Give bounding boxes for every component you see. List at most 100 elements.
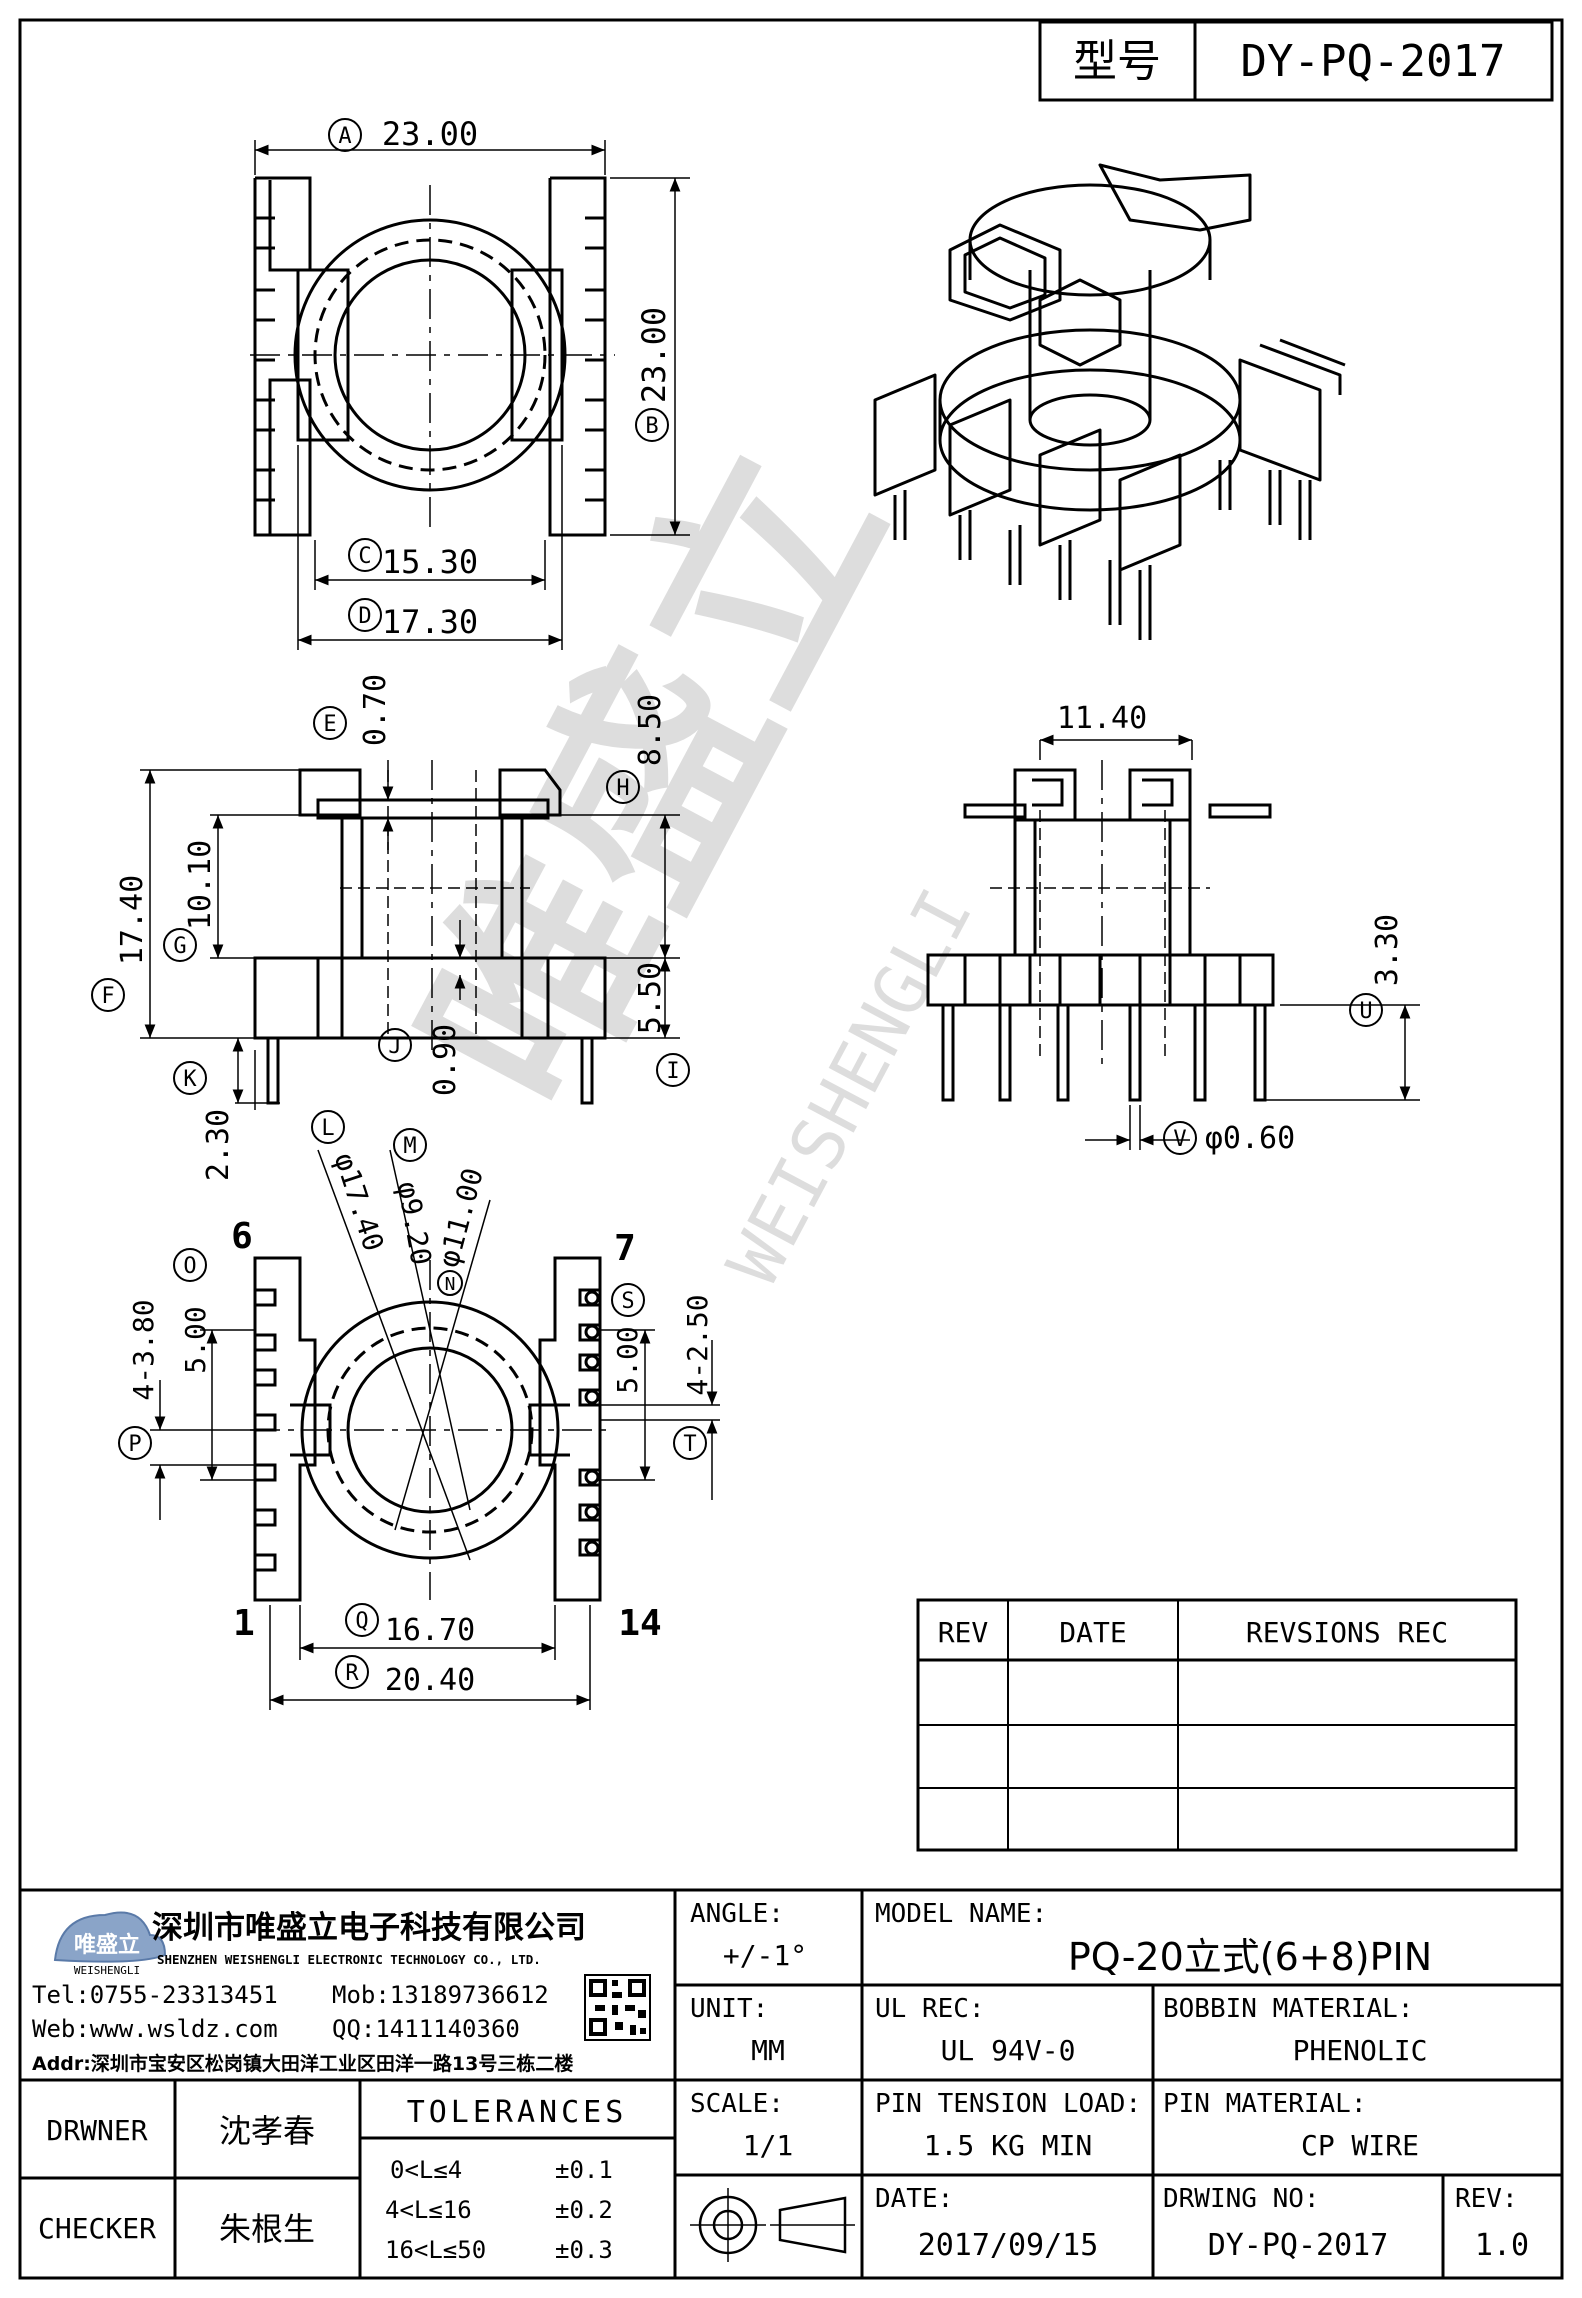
ul-rec-value: UL 94V-0 [941, 2034, 1076, 2067]
qr-code [584, 1974, 651, 2041]
rev-header-rev: REV [938, 1616, 989, 1649]
bottom-view [150, 1149, 720, 1710]
pin-1: 1 [233, 1603, 255, 1644]
dim-Q: 16.70 [385, 1613, 475, 1648]
dim-R: 20.40 [385, 1663, 475, 1698]
tag-Q: Q [355, 1609, 368, 1634]
pin-6: 6 [231, 1216, 253, 1257]
tag-R: R [345, 1661, 359, 1686]
tol-range-3: 16<L≤50 [385, 2236, 486, 2264]
checker-label: CHECKER [38, 2212, 156, 2245]
unit-label: UNIT: [690, 1994, 768, 2024]
dim-B: 23.00 [635, 307, 673, 403]
tag-U: U [1359, 999, 1372, 1024]
tol-range-2: 4<L≤16 [385, 2196, 472, 2224]
dim-G: 10.10 [183, 840, 218, 930]
company-web: Web:www.wsldz.com [32, 2015, 278, 2043]
tag-B: B [645, 414, 658, 439]
tag-K: K [183, 1067, 197, 1092]
pin-material-value: CP WIRE [1301, 2129, 1419, 2162]
company-logo: 唯盛立 WEISHENGLI [53, 1911, 167, 1977]
dim-F: 17.40 [115, 875, 150, 965]
date-label: DATE: [875, 2184, 953, 2214]
tag-A: A [338, 124, 351, 149]
company-name-en: SHENZHEN WEISHENGLI ELECTRONIC TECHNOLOG… [157, 1952, 541, 1967]
company-mob: Mob:13189736612 [332, 1981, 549, 2009]
tol-value-2: ±0.2 [555, 2196, 613, 2224]
dim-U: 3.30 [1370, 914, 1405, 986]
unit-value: MM [751, 2034, 785, 2067]
model-box-label: 型号 [1073, 36, 1161, 87]
pin-tension-label: PIN TENSION LOAD: [875, 2089, 1141, 2119]
checker-value: 朱根生 [219, 2210, 315, 2248]
logo-sub: WEISHENGLI [74, 1964, 140, 1977]
front-view [140, 760, 680, 1110]
rev-header-date: DATE [1059, 1616, 1126, 1649]
angle-label: ANGLE: [690, 1899, 784, 1929]
dim-O: 5.00 [179, 1306, 212, 1373]
tag-J: J [388, 1034, 401, 1059]
pin-7: 7 [614, 1228, 636, 1269]
top-view [250, 140, 690, 650]
model-name-label: MODEL NAME: [875, 1899, 1047, 1929]
side-view [926, 734, 1420, 1150]
company-addr: Addr:深圳市宝安区松岗镇大田洋工业区田洋一路13号三栋二楼 [32, 2052, 573, 2075]
dim-I: 5.50 [633, 962, 668, 1034]
dim-K: 2.30 [201, 1109, 236, 1181]
tag-G: G [173, 934, 186, 959]
pin-material-label: PIN MATERIAL: [1163, 2089, 1367, 2119]
drawer-value: 沈孝春 [219, 2112, 315, 2150]
dim-S: 5.00 [611, 1326, 644, 1393]
drawing-no-label: DRWING NO: [1163, 2184, 1320, 2214]
tag-V: V [1173, 1127, 1186, 1152]
dim-width: 11.40 [1057, 701, 1147, 736]
bobbin-label: BOBBIN MATERIAL: [1163, 1994, 1413, 2024]
dim-A: 23.00 [382, 115, 478, 153]
angle-value: +/-1° [723, 1939, 807, 1972]
dim-J: 0.90 [428, 1024, 463, 1096]
tag-M: M [403, 1134, 416, 1159]
model-box-value: DY-PQ-2017 [1241, 36, 1506, 87]
scale-label: SCALE: [690, 2089, 784, 2119]
tolerances-title: TOLERANCES [407, 2095, 628, 2130]
tol-range-1: 0<L≤4 [390, 2156, 462, 2184]
model-box: 型号 DY-PQ-2017 [1038, 20, 1554, 102]
company-name-cn: 深圳市唯盛立电子科技有限公司 [152, 1910, 586, 1946]
pin-14: 14 [618, 1603, 661, 1644]
title-block-text: DRWNER 沈孝春 CHECKER 朱根生 TOLERANCES 0<L≤4 … [38, 1899, 1529, 2264]
tag-O: O [183, 1254, 196, 1279]
drawing-no-value: DY-PQ-2017 [1208, 2228, 1389, 2263]
dim-T: 4-2.50 [681, 1294, 714, 1395]
model-name-value: PQ-20立式(6+8)PIN [1068, 1935, 1432, 1979]
dim-P: 4-3.80 [127, 1299, 160, 1400]
tag-T: T [683, 1432, 696, 1457]
logo-text: 唯盛立 [74, 1932, 140, 1958]
bobbin-value: PHENOLIC [1293, 2034, 1428, 2067]
side-view-labels: 11.40 U 3.30 V φ0.60 [1057, 701, 1405, 1156]
tol-value-1: ±0.1 [555, 2156, 613, 2184]
tag-S: S [621, 1289, 634, 1314]
tag-E: E [323, 712, 336, 737]
date-value: 2017/09/15 [918, 2228, 1099, 2263]
watermark-en: WEISHENGLI [711, 876, 989, 1298]
tag-I: I [666, 1059, 679, 1084]
tag-H: H [616, 776, 629, 801]
dim-C: 15.30 [382, 543, 478, 581]
title-block [18, 1888, 1564, 2280]
tag-C: C [358, 544, 371, 569]
tol-value-3: ±0.3 [555, 2236, 613, 2264]
top-view-labels: A 23.00 B 23.00 C 15.30 D 17.30 [328, 115, 673, 641]
pin-tension-value: 1.5 KG MIN [924, 2129, 1093, 2162]
rev-label: REV: [1455, 2184, 1518, 2214]
ul-rec-label: UL REC: [875, 1994, 985, 2024]
front-view-labels: E 0.70 8.50 H 10.10 G 17.40 F J 0.90 5.5… [91, 674, 690, 1181]
isometric-view [873, 163, 1346, 640]
tag-L: L [321, 1116, 334, 1141]
rev-header-rec: REVSIONS REC [1246, 1616, 1448, 1649]
rev-value: 1.0 [1475, 2228, 1529, 2263]
dim-M: φ9.20 [391, 1179, 438, 1268]
company-tel: Tel:0755-23313451 [32, 1981, 278, 2009]
scale-value: 1/1 [743, 2129, 794, 2162]
tag-D: D [358, 604, 371, 629]
